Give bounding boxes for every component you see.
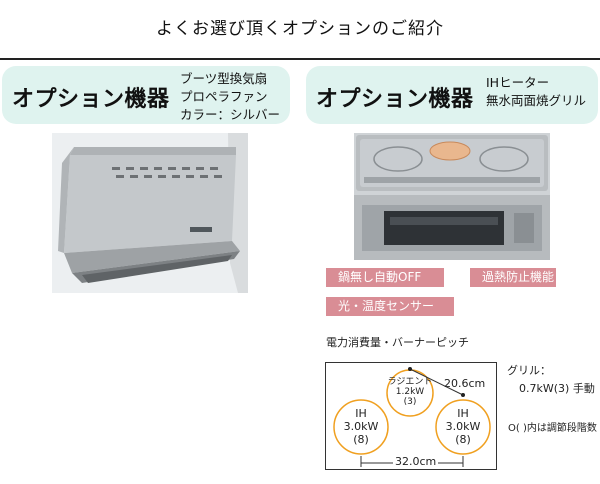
burner-center-name: ラジエント — [387, 377, 433, 387]
burner-left-power: 3.0kW — [343, 420, 379, 433]
burner-ring-left — [333, 399, 389, 455]
burner-right-count: (8) — [455, 433, 471, 446]
burner-left-label: IH 3.0kW (8) — [334, 407, 388, 446]
fan-type-text: プロペラファン — [180, 89, 268, 104]
feature-tag-sensor: 光・温度センサー — [326, 297, 454, 316]
burner-left-name: IH — [355, 407, 367, 420]
option-card-description: ブーツ型換気扇 プロペラファン カラー：シルバー — [180, 70, 280, 124]
burner-left-count: (8) — [353, 433, 369, 446]
option-card-ih: オプション機器 IHヒーター 無水両面焼グリル — [306, 66, 598, 124]
option-card-hood: オプション機器 ブーツ型換気扇 プロペラファン カラー：シルバー — [2, 66, 290, 124]
option-card-title: オプション機器 — [316, 87, 474, 112]
hood-color-text: カラー：シルバー — [180, 107, 281, 122]
grill-label: グリル： — [507, 364, 551, 377]
grill-type-text: 無水両面焼グリル — [486, 93, 587, 108]
option-card-description: IHヒーター 無水両面焼グリル — [486, 74, 586, 110]
burner-layout-diagram: ラジエント 1.2kW (3) IH 3.0kW (8) IH 3.0kW (8… — [325, 362, 497, 470]
header-title: よくお選び頂くオプションのご紹介 — [156, 19, 444, 39]
burner-center-power: 1.2kW — [395, 387, 425, 397]
feature-tag-overheat: 過熱防止機能 — [470, 268, 556, 287]
header-divider — [0, 58, 600, 60]
burner-right-name: IH — [457, 407, 469, 420]
pitch-bottom-label: 32.0cm — [393, 455, 439, 468]
heater-type-text: IHヒーター — [486, 75, 550, 90]
hood-type-text: ブーツ型換気扇 — [180, 71, 268, 86]
option-card-title: オプション機器 — [12, 87, 170, 112]
adjustment-note: O( )内は調節段階数 — [508, 423, 597, 434]
pitch-top-label: 20.6cm — [444, 377, 486, 390]
burner-center-count: (3) — [403, 397, 417, 407]
burner-right-label: IH 3.0kW (8) — [436, 407, 490, 446]
range-hood-image — [52, 133, 248, 293]
burner-right-power: 3.0kW — [445, 420, 481, 433]
grill-value: 0.7kW(3) 手動 — [519, 382, 595, 395]
ih-heater-image — [354, 133, 550, 260]
burner-center-label: ラジエント 1.2kW (3) — [386, 377, 434, 407]
burner-ring-right — [435, 399, 491, 455]
feature-tag-auto-off: 鍋無し自動OFF — [326, 268, 444, 287]
spec-heading: 電力消費量・バーナーピッチ — [326, 336, 469, 349]
